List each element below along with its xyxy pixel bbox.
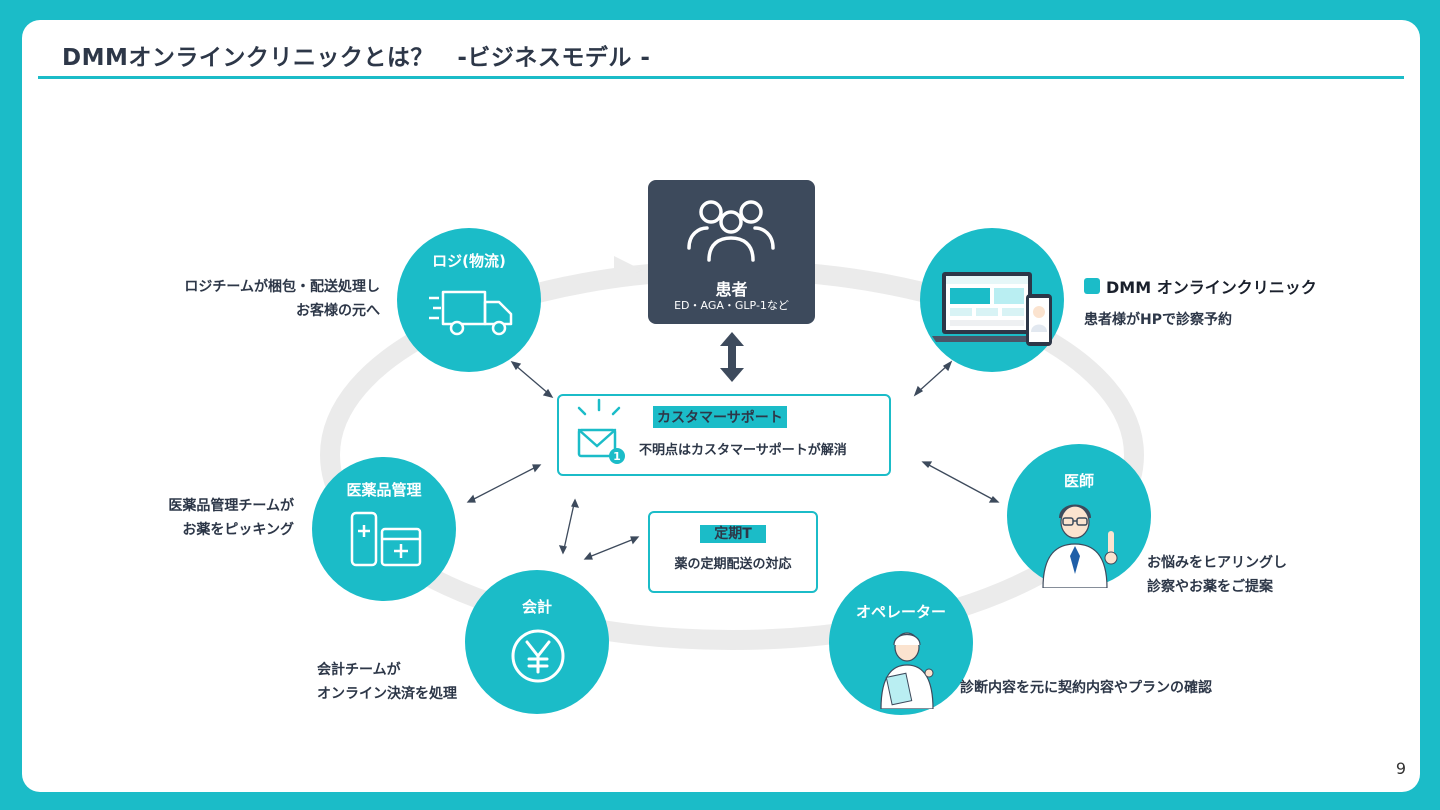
operator-node: オペレーター — [829, 571, 973, 715]
title-underline — [38, 76, 1404, 79]
patient-subtitle: ED・AGA・GLP-1など — [674, 299, 789, 312]
people-icon — [687, 200, 775, 262]
cycle-ring-arrowhead — [614, 256, 642, 284]
brand-mark-icon — [1084, 278, 1100, 294]
customer-support-text: 不明点はカスタマーサポートが解消 — [639, 443, 847, 458]
pharma-node: 医薬品管理 — [312, 457, 456, 601]
customer-support-box: 1 カスタマーサポート 不明点はカスタマーサポートが解消 — [557, 394, 891, 476]
medicine-icon — [350, 511, 422, 567]
accounting-label: 会計 — [521, 598, 552, 616]
doctor-icon — [1042, 504, 1118, 588]
page-number: 9 — [1395, 759, 1406, 778]
brand-name: DMM オンラインクリニック — [1106, 278, 1317, 297]
teiki-box: 定期T 薬の定期配送の対応 — [648, 511, 818, 593]
patient-support-arrow — [720, 332, 744, 382]
yen-icon — [511, 629, 565, 683]
pharma-label: 医薬品管理 — [346, 481, 422, 499]
teiki-label: 定期T — [700, 525, 766, 543]
brand-logo: DMM オンラインクリニック — [1084, 274, 1317, 298]
accounting-node: 会計 — [465, 570, 609, 714]
operator-icon — [880, 632, 934, 709]
teiki-text: 薬の定期配送の対応 — [674, 557, 792, 572]
customer-support-label: カスタマーサポート — [653, 406, 787, 428]
website-note: 患者様がHPで診察予約 — [1084, 312, 1232, 328]
mail-icon: 1 — [577, 398, 625, 464]
patient-title: 患者 — [715, 280, 748, 299]
connector-arrows — [466, 360, 1000, 560]
logistics-node: ロジ(物流) — [397, 228, 541, 372]
logistics-label: ロジ(物流) — [432, 252, 506, 270]
doctor-node: 医師 — [1007, 444, 1151, 588]
laptop-phone-icon — [932, 272, 1052, 346]
doctor-note: お悩みをヒアリングし 診察やお薬をご提案 — [1147, 555, 1287, 595]
doctor-label: 医師 — [1063, 472, 1094, 490]
website-node — [920, 228, 1064, 372]
pharma-note: 医薬品管理チームが お薬をピッキング — [168, 498, 294, 538]
patient-box: 患者 ED・AGA・GLP-1など — [648, 180, 815, 324]
logistics-note: ロジチームが梱包・配送処理し お客様の元へ — [184, 279, 380, 319]
svg-text:1: 1 — [613, 450, 621, 463]
slide: DMMオンラインクリニックとは？ -ビジネスモデル - — [22, 20, 1420, 792]
operator-label: オペレーター — [855, 603, 946, 621]
truck-icon — [429, 290, 513, 336]
accounting-note: 会計チームが オンライン決済を処理 — [317, 662, 457, 702]
operator-note: 診断内容を元に契約内容やプランの確認 — [960, 680, 1212, 696]
page-title: DMMオンラインクリニックとは？ -ビジネスモデル - — [62, 45, 651, 71]
